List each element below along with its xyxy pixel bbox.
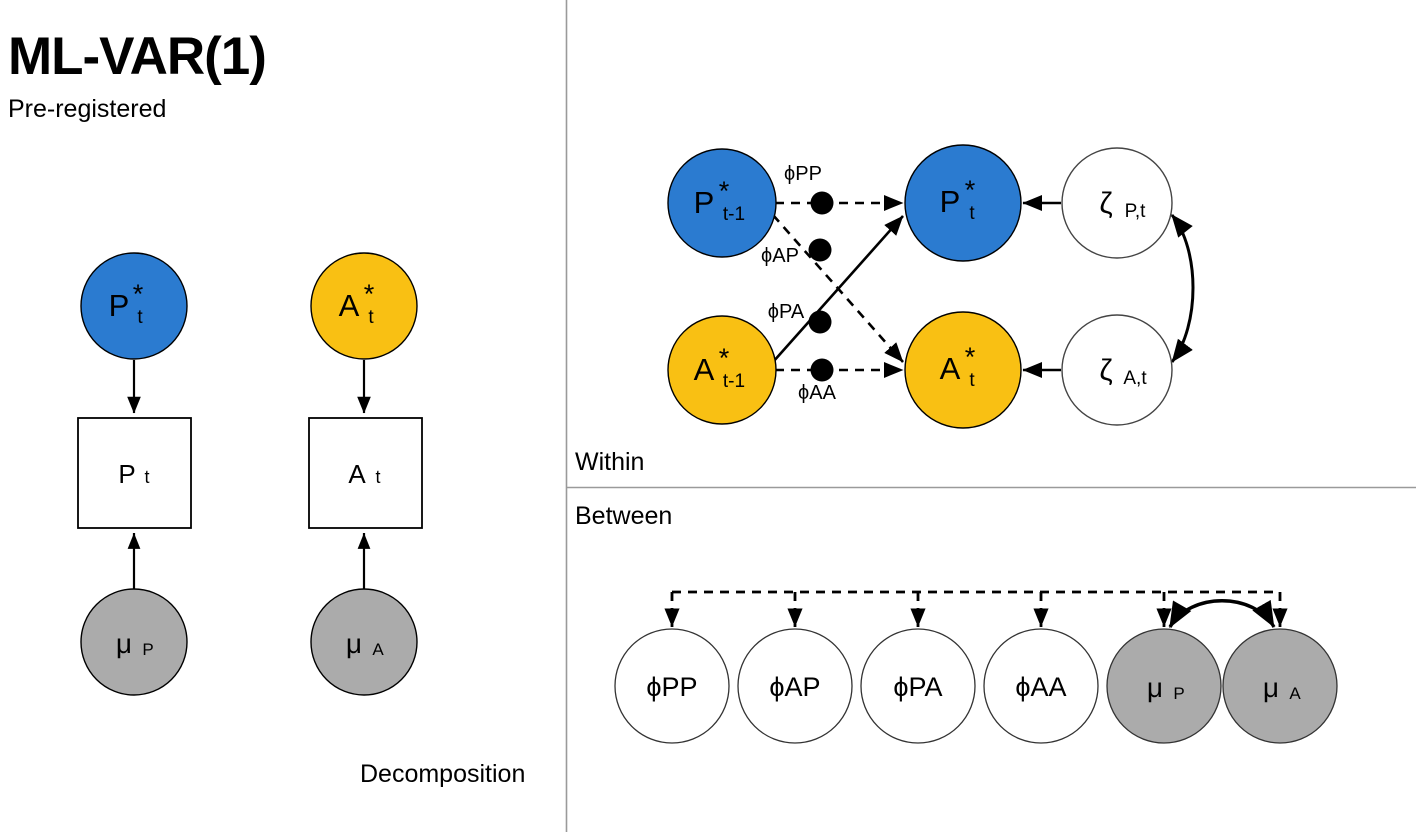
observed-a-box[interactable] xyxy=(308,417,423,529)
zeta-covariance-arc[interactable] xyxy=(1170,214,1195,363)
decomposition-caption: Decomposition xyxy=(360,760,525,788)
within-node-p-now[interactable] xyxy=(904,144,1022,262)
within-node-p-lag-subscript: t-1 xyxy=(723,204,745,225)
mu-covariance-arc[interactable] xyxy=(1168,599,1276,629)
between-node-mu-a[interactable]: μ A xyxy=(1222,628,1338,744)
within-node-zeta-p-label: ζ xyxy=(1099,187,1112,220)
latent-p-star: * xyxy=(133,279,144,309)
between-node-mu-a-subscript: A xyxy=(1289,684,1301,703)
between-circle-phi-pa xyxy=(860,628,976,744)
between-caption: Between xyxy=(575,502,672,530)
within-node-p-now-subscript: t xyxy=(969,203,975,224)
latent-p-subscript: t xyxy=(137,307,143,328)
between-node-phi-pa-label: ϕPA xyxy=(893,672,942,702)
between-circle-mu-a xyxy=(1222,628,1338,744)
page-subtitle: Pre-registered xyxy=(8,95,166,123)
phi-pa-dot[interactable] xyxy=(808,310,832,334)
within-node-a-lag-star: * xyxy=(719,343,730,373)
decomposition-panel: P * t P t μ P A * t A xyxy=(77,252,525,788)
within-node-zeta-a-label: ζ xyxy=(1099,354,1112,387)
latent-a-subscript: t xyxy=(368,307,374,328)
page-title: ML-VAR(1) xyxy=(8,27,266,86)
mu-p-label: μ xyxy=(116,628,132,659)
within-node-a-lag-subscript: t-1 xyxy=(723,371,745,392)
within-node-zeta-a[interactable] xyxy=(1061,314,1173,426)
phi-pp-dot[interactable] xyxy=(810,191,834,215)
observed-a-label: A xyxy=(348,459,366,489)
between-node-mu-p-label: μ xyxy=(1147,672,1163,703)
within-node-zeta-p[interactable] xyxy=(1061,147,1173,259)
between-node-phi-ap-label: ϕAP xyxy=(769,672,820,702)
within-node-p-lag-label: P xyxy=(694,185,715,220)
between-node-phi-ap[interactable]: ϕAP xyxy=(737,628,853,744)
phi-ap-dot[interactable] xyxy=(808,238,832,262)
observed-p-label: P xyxy=(118,459,135,489)
mu-p-node[interactable] xyxy=(80,588,188,696)
phi-pa-label: ϕPA xyxy=(768,301,805,323)
between-circle-phi-ap xyxy=(737,628,853,744)
observed-p-subscript: t xyxy=(144,467,149,487)
within-node-p-now-star: * xyxy=(965,175,976,205)
mu-a-node[interactable] xyxy=(310,588,418,696)
between-panel: Between ϕPP ϕAP xyxy=(575,502,1338,744)
latent-a-star: * xyxy=(364,279,375,309)
within-node-a-now[interactable] xyxy=(904,311,1022,429)
latent-p-node[interactable] xyxy=(80,252,188,360)
within-node-zeta-a-subscript: A,t xyxy=(1123,368,1147,389)
random-effects-bus[interactable] xyxy=(664,590,1288,628)
between-node-phi-pa[interactable]: ϕPA xyxy=(860,628,976,744)
path-phi-pa[interactable] xyxy=(772,215,904,363)
between-circle-phi-pp xyxy=(614,628,730,744)
decomposition-column-p: P * t P t μ P xyxy=(77,252,192,696)
observed-p-box[interactable] xyxy=(77,417,192,529)
phi-aa-label: ϕAA xyxy=(798,382,837,404)
between-circle-phi-aa xyxy=(983,628,1099,744)
mu-a-subscript: A xyxy=(372,640,384,659)
within-node-a-lag[interactable] xyxy=(667,315,777,425)
within-node-a-lag-label: A xyxy=(694,352,715,387)
within-panel: ϕPP ϕAP ϕPA ϕAA P * t-1 A * t-1 P * t A xyxy=(575,144,1195,476)
between-node-phi-pp[interactable]: ϕPP xyxy=(614,628,730,744)
between-node-phi-aa-label: ϕAA xyxy=(1015,672,1066,702)
phi-pp-label: ϕPP xyxy=(784,163,822,185)
between-node-phi-pp-label: ϕPP xyxy=(646,672,697,702)
within-node-p-lag-star: * xyxy=(719,176,730,206)
between-circle-mu-p xyxy=(1106,628,1222,744)
mu-a-label: μ xyxy=(346,628,362,659)
phi-ap-label: ϕAP xyxy=(761,245,799,267)
within-caption: Within xyxy=(575,448,644,476)
decomposition-column-a: A * t A t μ A xyxy=(308,252,423,696)
within-node-zeta-p-subscript: P,t xyxy=(1125,201,1147,222)
within-node-a-now-label: A xyxy=(940,351,961,386)
latent-a-label: A xyxy=(339,288,360,323)
observed-a-subscript: t xyxy=(375,467,380,487)
between-node-mu-p[interactable]: μ P xyxy=(1106,628,1222,744)
within-node-a-now-subscript: t xyxy=(969,370,975,391)
phi-aa-dot[interactable] xyxy=(810,358,834,382)
within-node-p-now-label: P xyxy=(940,184,961,219)
between-node-phi-aa[interactable]: ϕAA xyxy=(983,628,1099,744)
latent-p-label: P xyxy=(109,288,130,323)
latent-a-node[interactable] xyxy=(310,252,418,360)
within-node-p-lag[interactable] xyxy=(667,148,777,258)
mu-p-subscript: P xyxy=(142,640,153,659)
within-node-a-now-star: * xyxy=(965,342,976,372)
between-node-mu-p-subscript: P xyxy=(1173,684,1184,703)
between-node-mu-a-label: μ xyxy=(1263,672,1279,703)
